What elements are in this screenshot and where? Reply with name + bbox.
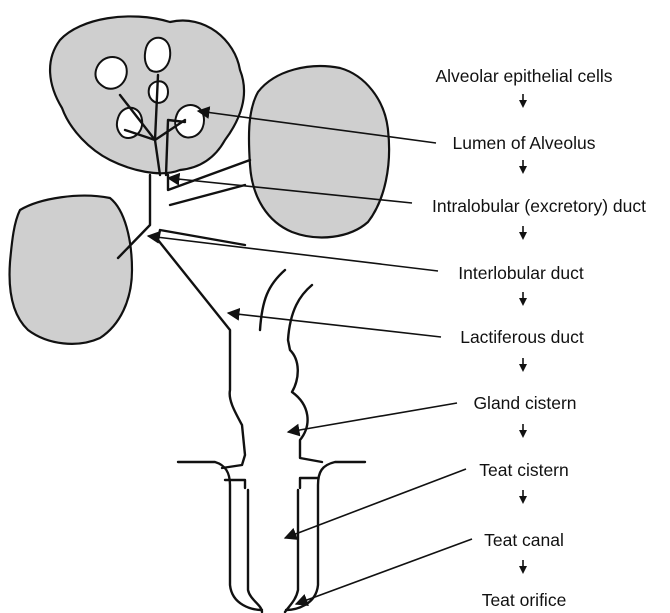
label-lumen-of-alveolus: Lumen of Alveolus bbox=[452, 133, 595, 153]
label-gland-cistern: Gland cistern bbox=[473, 393, 576, 413]
flow-arrow bbox=[519, 496, 527, 504]
leader-teat-canal bbox=[296, 539, 472, 604]
label-alveolar-epithelial-cells: Alveolar epithelial cells bbox=[435, 66, 612, 86]
leader-interlobular bbox=[148, 236, 438, 271]
flow-arrow bbox=[519, 298, 527, 306]
label-intralobular-duct: Intralobular (excretory) duct bbox=[432, 196, 646, 216]
label-teat-orifice: Teat orifice bbox=[482, 590, 567, 610]
teat-outer-wall bbox=[178, 462, 365, 610]
flow-arrow bbox=[519, 364, 527, 372]
leader-teat-cistern bbox=[285, 469, 466, 538]
label-interlobular-duct: Interlobular duct bbox=[458, 263, 584, 283]
lumen bbox=[145, 38, 170, 72]
flow-arrow bbox=[519, 166, 527, 174]
leader-gland-cistern bbox=[288, 403, 457, 432]
label-teat-canal: Teat canal bbox=[484, 530, 564, 550]
lumen bbox=[95, 57, 126, 89]
flow-arrow bbox=[519, 430, 527, 438]
left-lobe bbox=[10, 196, 132, 344]
right-lobe bbox=[249, 66, 389, 237]
flow-arrow bbox=[519, 566, 527, 574]
upper-lobe bbox=[50, 16, 244, 173]
flow-arrow bbox=[519, 232, 527, 240]
label-teat-cistern: Teat cistern bbox=[479, 460, 568, 480]
label-lactiferous-duct: Lactiferous duct bbox=[460, 327, 584, 347]
